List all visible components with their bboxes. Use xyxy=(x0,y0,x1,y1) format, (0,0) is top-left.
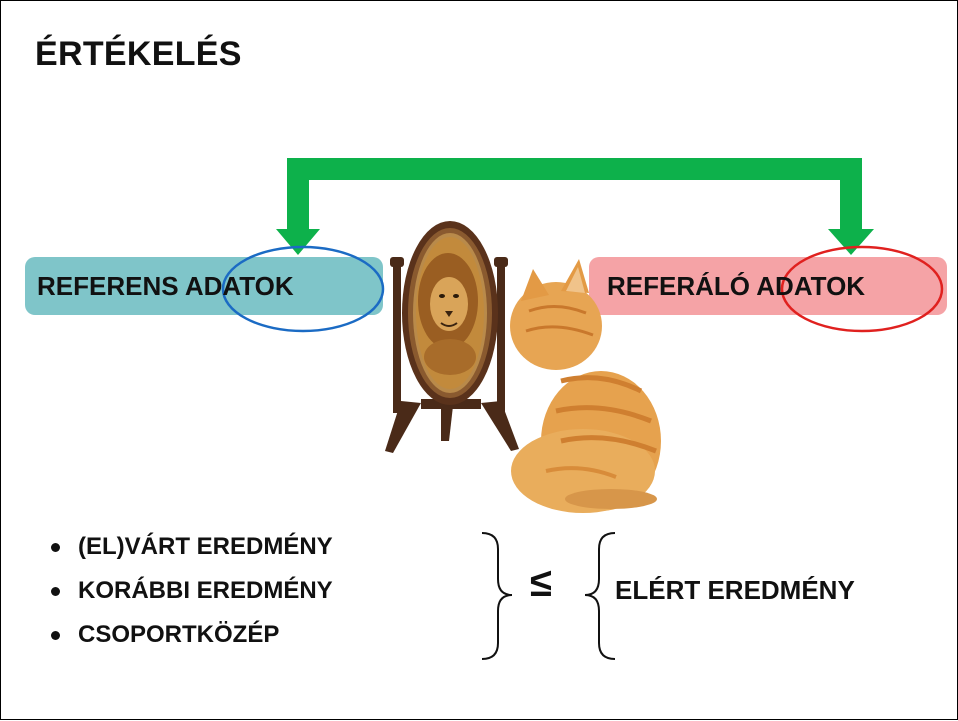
left-brace-icon xyxy=(584,532,616,660)
bullet-icon xyxy=(51,586,60,596)
cat-mirror-lion-icon xyxy=(385,221,661,513)
green-arrow-icon xyxy=(276,158,874,255)
less-or-equal-operator: ≤ xyxy=(530,561,552,605)
list-item-label: KORÁBBI EREDMÉNY xyxy=(78,577,333,604)
reference-label: REFERENS ADATOK xyxy=(37,271,294,302)
cat-figure xyxy=(510,259,661,513)
comparison-bullet-list: (EL)VÁRT EREDMÉNY KORÁBBI EREDMÉNY CSOPO… xyxy=(51,525,333,657)
reference-data-box xyxy=(25,257,383,315)
list-item: (EL)VÁRT EREDMÉNY xyxy=(51,525,333,569)
list-item-label: (EL)VÁRT EREDMÉNY xyxy=(78,533,333,560)
list-item-label: CSOPORTKÖZÉP xyxy=(78,621,280,648)
right-brace-icon xyxy=(481,532,513,660)
referring-word1: REFERÁLÓ xyxy=(607,271,750,301)
referring-data-box xyxy=(589,257,947,315)
reference-highlight-ellipse xyxy=(221,245,385,333)
reference-word1: REFERENS xyxy=(37,271,179,301)
slide-title: ÉRTÉKELÉS xyxy=(35,35,242,73)
bullet-icon xyxy=(51,542,60,552)
referring-label: REFERÁLÓ ADATOK xyxy=(607,271,865,302)
achieved-result-label: ELÉRT EREDMÉNY xyxy=(615,575,855,605)
referring-word2: ADATOK xyxy=(756,271,866,301)
referring-highlight-ellipse xyxy=(780,245,944,333)
reference-word2: ADATOK xyxy=(184,271,294,301)
bullet-icon xyxy=(51,630,60,640)
list-item: CSOPORTKÖZÉP xyxy=(51,613,333,657)
list-item: KORÁBBI EREDMÉNY xyxy=(51,569,333,613)
